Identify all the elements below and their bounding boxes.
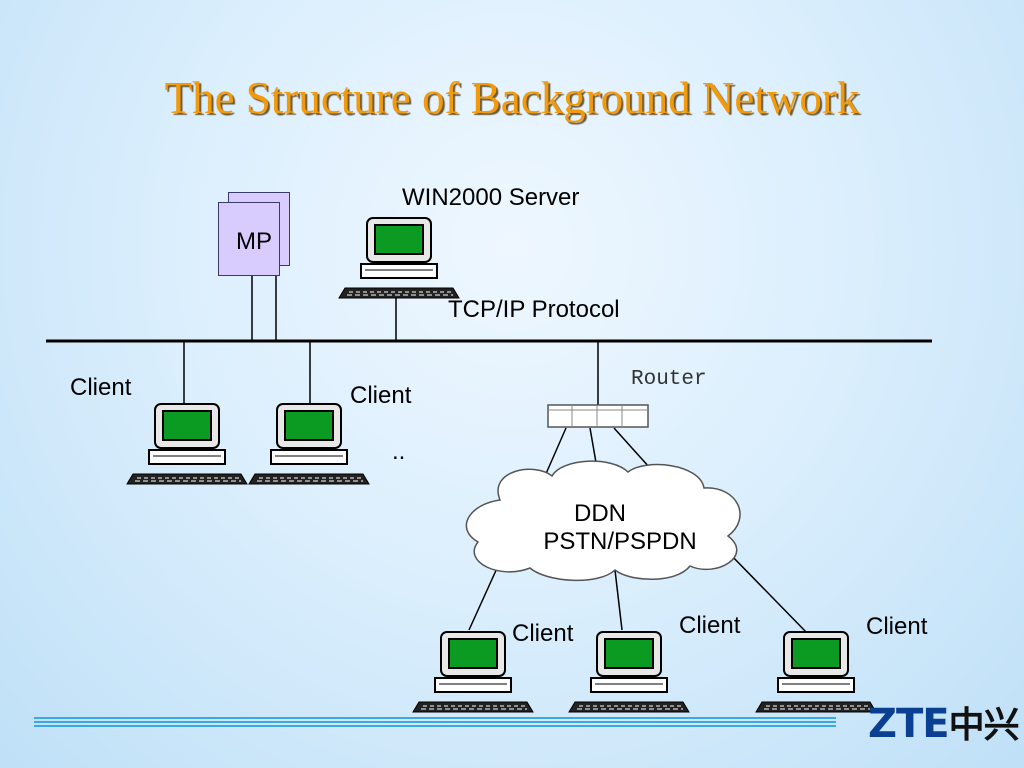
more-clients-ellipsis: .. <box>392 438 406 465</box>
client-computer-icon-5 <box>755 631 877 713</box>
logo-chinese: 中兴 <box>948 705 1020 746</box>
cloud-client-link-2 <box>614 569 623 631</box>
protocol-label: TCP/IP Protocol <box>448 296 620 323</box>
client-computer-icon-1 <box>126 403 248 485</box>
router-cloud-link-1 <box>544 427 567 477</box>
mp-label: MP <box>236 228 272 255</box>
client-label-left-1: Client <box>70 374 132 401</box>
router-label: Router <box>631 368 707 391</box>
cloud-client-link-1 <box>468 565 499 631</box>
router-cloud-link-3 <box>613 427 651 469</box>
zte-logo: ZTE中兴 <box>868 696 1020 748</box>
cloud-shape <box>465 460 741 581</box>
cloud-label-pstn: PSTN/PSPDN <box>543 528 697 555</box>
server-label: WIN2000 Server <box>402 184 580 211</box>
client-label-left-2: Client <box>350 382 412 409</box>
slide-title: The Structure of Background Network <box>164 73 860 123</box>
server-computer-icon <box>338 217 460 299</box>
cloud-label-ddn: DDN <box>574 500 626 527</box>
client-computer-icon-4 <box>568 631 690 713</box>
client-label-bottom-2: Client <box>679 612 741 639</box>
logo-latin: ZTE <box>868 701 950 747</box>
mp-card-front <box>218 202 280 276</box>
client-computer-icon-2 <box>248 403 370 485</box>
router-icon <box>547 404 649 428</box>
cloud-client-link-3 <box>727 551 809 635</box>
client-label-bottom-1: Client <box>512 620 574 647</box>
client-label-bottom-3: Client <box>866 613 928 640</box>
